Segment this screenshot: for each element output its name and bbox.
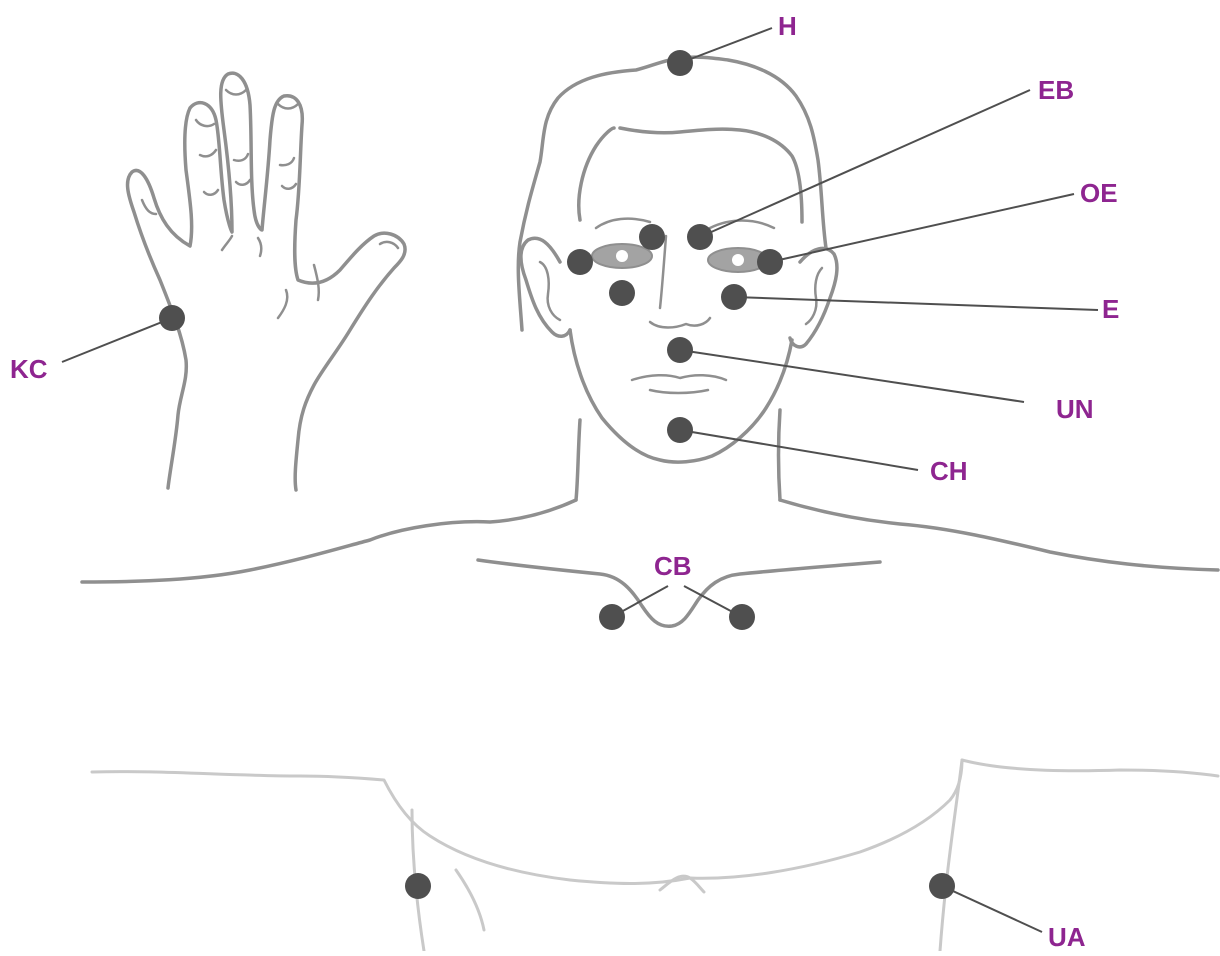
point-side-of-eye-left [567,249,593,275]
label-cb: CB [654,551,692,581]
point-oe-outside-eye [757,249,783,275]
label-e: E [1102,294,1119,324]
point-h-top-of-head [667,50,693,76]
label-oe: OE [1080,178,1118,208]
point-under-arm-left [405,873,431,899]
point-labels: H EB OE E UN CH CB KC UA [10,11,1119,951]
hand-illustration [128,73,406,490]
point-e-under-eye [721,284,747,310]
label-h: H [778,11,797,41]
leader-line-kc [62,318,172,362]
label-ua: UA [1048,922,1086,951]
point-ua-under-arm [929,873,955,899]
point-cb-collarbone-left [599,604,625,630]
point-under-eye-left [609,280,635,306]
point-eb-eyebrow-right [687,224,713,250]
leader-line-oe [770,194,1074,262]
leader-line-e [734,297,1098,310]
leader-line-ua [942,886,1042,932]
label-kc: KC [10,354,48,384]
shoulders-illustration [82,500,1218,626]
label-un: UN [1056,394,1094,424]
point-ch-chin [667,417,693,443]
point-un-under-nose [667,337,693,363]
leader-line-un [680,350,1024,402]
label-eb: EB [1038,75,1074,105]
point-cb-collarbone-right [729,604,755,630]
point-kc-karate-chop [159,305,185,331]
label-ch: CH [930,456,968,486]
point-eyebrow-left [639,224,665,250]
leader-line-ch [680,430,918,470]
leader-line-h [680,28,772,63]
